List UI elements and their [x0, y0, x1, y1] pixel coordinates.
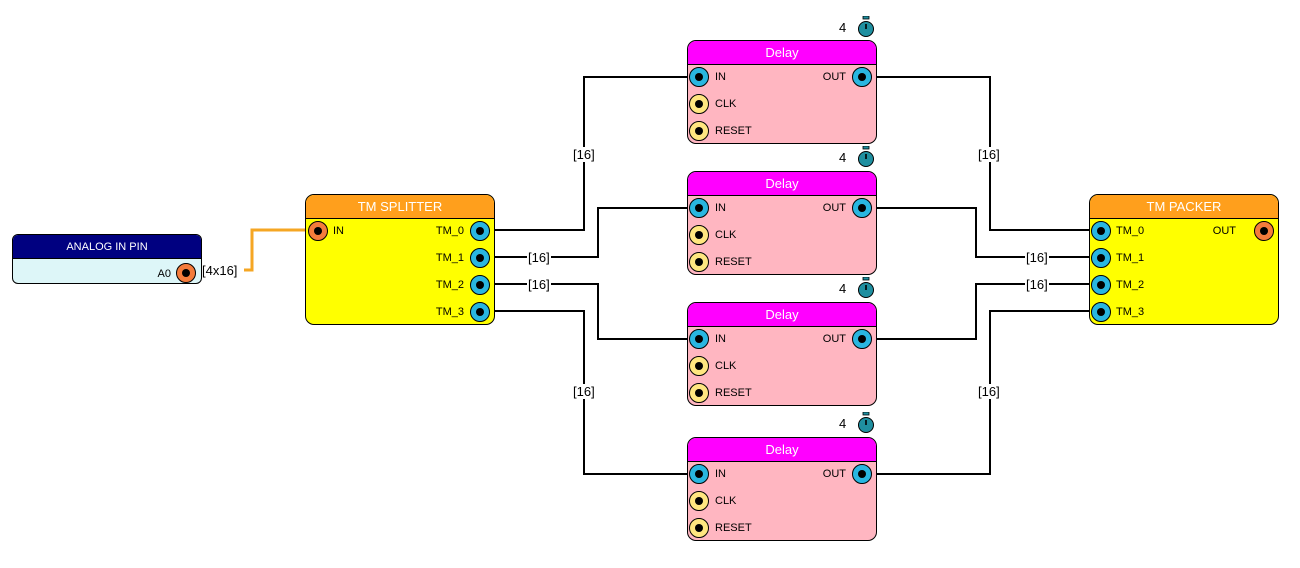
output-port-tm1[interactable]: [470, 248, 490, 268]
port-label-a0: A0: [157, 268, 171, 280]
output-port-out[interactable]: [852, 329, 872, 349]
block-title: Delay: [688, 41, 876, 65]
wire-label: [16]: [977, 147, 1001, 162]
analog-in-pin-block[interactable]: ANALOG IN PIN A0: [12, 234, 202, 284]
port-label-tm3: TM_3: [1116, 306, 1145, 318]
port-label-reset: RESET: [715, 256, 752, 268]
port-label-in: IN: [333, 225, 344, 237]
port-label-reset: RESET: [715, 522, 752, 534]
output-port-a0[interactable]: [176, 263, 196, 283]
block-title: Delay: [688, 303, 876, 327]
input-port-tm1[interactable]: [1091, 248, 1111, 268]
port-label-in: IN: [715, 202, 726, 214]
port-label-tm0: TM_0: [435, 225, 464, 237]
port-label-tm2: TM_2: [435, 279, 464, 291]
port-label-in: IN: [715, 333, 726, 345]
port-label-tm2: TM_2: [1116, 279, 1145, 291]
port-label-tm1: TM_1: [435, 252, 464, 264]
input-port-clk[interactable]: [689, 225, 709, 245]
port-label-out: OUT: [822, 468, 846, 480]
port-label-out: OUT: [822, 333, 846, 345]
output-port-out[interactable]: [852, 198, 872, 218]
input-port-clk[interactable]: [689, 356, 709, 376]
port-label-tm0: TM_0: [1116, 225, 1145, 237]
output-port-out[interactable]: [852, 464, 872, 484]
wire-label: [16]: [572, 147, 596, 162]
port-label-tm1: TM_1: [1116, 252, 1145, 264]
port-label-clk: CLK: [715, 495, 737, 507]
wire-label: [16]: [1025, 250, 1049, 265]
output-port-out[interactable]: [852, 67, 872, 87]
output-port-tm0[interactable]: [470, 221, 490, 241]
input-port-tm3[interactable]: [1091, 302, 1111, 322]
port-label-out: OUT: [822, 202, 846, 214]
wire-tm1-to-delay2[interactable]: [490, 207, 688, 258]
block-title: TM PACKER: [1090, 195, 1278, 219]
input-port-tm0[interactable]: [1091, 221, 1111, 241]
block-title: Delay: [688, 172, 876, 196]
delay-count: 4: [839, 281, 847, 296]
output-port-tm2[interactable]: [470, 275, 490, 295]
port-label-out: OUT: [822, 71, 846, 83]
delay-count: 4: [839, 416, 847, 431]
delay-count: 4: [839, 20, 847, 35]
stopwatch-icon: [858, 277, 874, 298]
input-port-in[interactable]: [308, 221, 328, 241]
wire-label: [16]: [977, 384, 1001, 399]
port-label-clk: CLK: [715, 360, 737, 372]
wire-delay2-to-tm1[interactable]: [876, 207, 1100, 258]
input-port-in[interactable]: [689, 67, 709, 87]
stopwatch-icon: [858, 412, 874, 433]
wire-label: [16]: [527, 250, 551, 265]
input-port-tm2[interactable]: [1091, 275, 1111, 295]
input-port-reset[interactable]: [689, 252, 709, 272]
delay-block-1[interactable]: Delay IN CLK RESET OUT: [687, 40, 877, 144]
port-label-clk: CLK: [715, 229, 737, 241]
wire-analog-to-splitter[interactable]: [244, 228, 305, 272]
port-label-reset: RESET: [715, 125, 752, 137]
input-port-reset[interactable]: [689, 518, 709, 538]
input-port-in[interactable]: [689, 464, 709, 484]
stopwatch-icon: [858, 146, 874, 167]
port-label-in: IN: [715, 468, 726, 480]
port-label-in: IN: [715, 71, 726, 83]
output-port-tm3[interactable]: [470, 302, 490, 322]
delay-block-2[interactable]: Delay IN CLK RESET OUT: [687, 171, 877, 275]
input-port-in[interactable]: [689, 329, 709, 349]
port-label-reset: RESET: [715, 387, 752, 399]
block-title: TM SPLITTER: [306, 195, 494, 219]
input-port-reset[interactable]: [689, 121, 709, 141]
port-label-clk: CLK: [715, 98, 737, 110]
stopwatch-icon: [858, 16, 874, 37]
input-port-clk[interactable]: [689, 491, 709, 511]
input-port-clk[interactable]: [689, 94, 709, 114]
wire-label: [16]: [527, 277, 551, 292]
wire-label: [16]: [1025, 277, 1049, 292]
bus-width-label: [4x16]: [202, 263, 238, 278]
delay-block-3[interactable]: Delay IN CLK RESET OUT: [687, 302, 877, 406]
block-title: Delay: [688, 438, 876, 462]
block-title: ANALOG IN PIN: [13, 235, 201, 259]
delay-block-4[interactable]: Delay IN CLK RESET OUT: [687, 437, 877, 541]
port-label-tm3: TM_3: [435, 306, 464, 318]
output-port-out[interactable]: [1254, 221, 1274, 241]
tm-packer-block[interactable]: TM PACKER TM_0 TM_1 TM_2 TM_3 OUT: [1089, 194, 1279, 325]
input-port-reset[interactable]: [689, 383, 709, 403]
wire-label: [16]: [572, 384, 596, 399]
port-label-out: OUT: [1212, 225, 1236, 237]
tm-splitter-block[interactable]: TM SPLITTER IN TM_0 TM_1 TM_2 TM_3: [305, 194, 495, 325]
delay-count: 4: [839, 150, 847, 165]
input-port-in[interactable]: [689, 198, 709, 218]
